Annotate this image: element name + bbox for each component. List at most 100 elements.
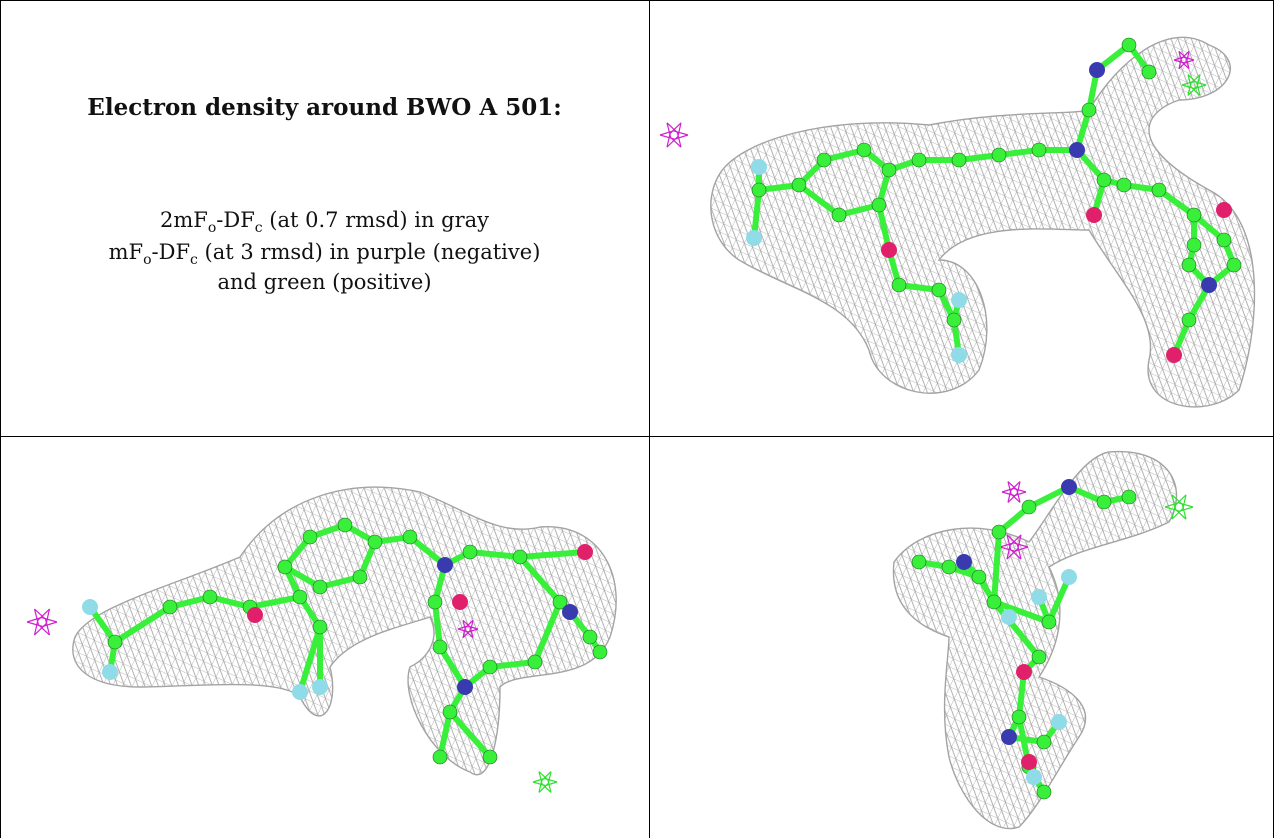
atom-c bbox=[1121, 489, 1137, 505]
negative-difference-blob-strand bbox=[26, 616, 58, 623]
atom-c bbox=[1216, 232, 1232, 248]
atom-c bbox=[941, 559, 957, 575]
atom-c bbox=[751, 182, 767, 198]
density-image-2 bbox=[26, 486, 617, 793]
positive-difference-blob-strand bbox=[1187, 74, 1201, 96]
atom-f bbox=[82, 599, 98, 615]
density-mesh bbox=[892, 450, 1178, 830]
negative-difference-blob-strand bbox=[462, 619, 474, 638]
negative-difference-blob-strand bbox=[666, 122, 682, 148]
bond bbox=[437, 709, 453, 760]
atom-n bbox=[956, 554, 972, 570]
atom-c bbox=[856, 142, 872, 158]
atom-c bbox=[986, 594, 1002, 610]
bond bbox=[991, 599, 1052, 625]
atom-c bbox=[891, 277, 907, 293]
atom-c bbox=[1181, 257, 1197, 273]
positive-difference-blob bbox=[1181, 74, 1207, 96]
atom-f bbox=[951, 347, 967, 363]
atom-c bbox=[1041, 614, 1057, 630]
negative-difference-blob-strand bbox=[1178, 50, 1190, 69]
bond bbox=[517, 549, 588, 560]
bond bbox=[297, 624, 323, 695]
bond bbox=[247, 594, 303, 610]
density-view-bottom-right bbox=[649, 437, 1274, 838]
atom-f bbox=[1001, 609, 1017, 625]
positive-difference-blob-strand bbox=[1164, 502, 1194, 508]
negative-difference-blob-strand bbox=[999, 542, 1029, 548]
atom-c bbox=[1181, 312, 1197, 328]
atom-f bbox=[1051, 714, 1067, 730]
atom-c bbox=[592, 644, 608, 660]
atom-o bbox=[1021, 754, 1037, 770]
atom-c bbox=[911, 554, 927, 570]
bond bbox=[751, 187, 762, 241]
density-view-bottom-left bbox=[0, 437, 649, 838]
negative-difference-blob bbox=[999, 534, 1029, 560]
atom-c bbox=[462, 544, 478, 560]
positive-difference-blob-strand bbox=[1171, 494, 1187, 520]
atom-c bbox=[582, 629, 598, 645]
positive-difference-blob-strand bbox=[538, 771, 552, 793]
atom-o bbox=[452, 594, 468, 610]
positive-difference-blob-strand bbox=[1171, 494, 1187, 520]
caption-line-3: and green (positive) bbox=[217, 270, 432, 294]
atom-c bbox=[162, 599, 178, 615]
atom-c bbox=[1226, 257, 1242, 273]
atom-c bbox=[1116, 177, 1132, 193]
atom-c bbox=[816, 152, 832, 168]
atom-f bbox=[1061, 569, 1077, 585]
negative-difference-blob-strand bbox=[1178, 50, 1190, 69]
border-top bbox=[0, 0, 1274, 1]
positive-difference-blob-strand bbox=[538, 771, 552, 793]
bond bbox=[991, 599, 1042, 660]
caption-panel: Electron density around BWO A 501: 2mFo-… bbox=[0, 0, 649, 436]
positive-difference-blob-strand bbox=[1171, 494, 1187, 520]
negative-difference-blob-strand bbox=[659, 134, 689, 140]
atom-o bbox=[1086, 207, 1102, 223]
negative-difference-blob-strand bbox=[33, 608, 50, 636]
atom-c bbox=[367, 534, 383, 550]
caption-title: Electron density around BWO A 501: bbox=[87, 94, 562, 121]
negative-difference-blob-strand bbox=[34, 608, 51, 636]
atom-c bbox=[1036, 784, 1052, 800]
negative-difference-blob-strand bbox=[1006, 534, 1022, 560]
positive-difference-blob-strand bbox=[1187, 74, 1201, 96]
atom-c bbox=[881, 162, 897, 178]
atom-c bbox=[1096, 494, 1112, 510]
atom-n bbox=[457, 679, 473, 695]
atom-c bbox=[292, 589, 308, 605]
atom-c bbox=[442, 704, 458, 720]
atom-c bbox=[1186, 237, 1202, 253]
atom-c bbox=[1141, 64, 1157, 80]
atom-c bbox=[482, 659, 498, 675]
atom-f bbox=[1031, 589, 1047, 605]
atom-f bbox=[751, 159, 767, 175]
negative-difference-blob-strand bbox=[1007, 481, 1021, 503]
negative-difference-blob-strand bbox=[1007, 481, 1021, 503]
positive-difference-blob-strand bbox=[1171, 494, 1187, 520]
atom-f bbox=[312, 679, 328, 695]
bond bbox=[991, 529, 1002, 605]
density-view-top-right bbox=[649, 0, 1274, 436]
atom-c bbox=[1096, 172, 1112, 188]
atom-o bbox=[1216, 202, 1232, 218]
negative-difference-blob bbox=[457, 619, 479, 639]
positive-difference-blob-strand bbox=[532, 777, 558, 783]
positive-difference-blob-strand bbox=[1187, 74, 1201, 96]
atom-f bbox=[746, 230, 762, 246]
atom-c bbox=[337, 517, 353, 533]
atom-f bbox=[1026, 769, 1042, 785]
atom-c bbox=[107, 634, 123, 650]
negative-difference-blob-strand bbox=[1001, 491, 1027, 497]
negative-difference-blob-strand bbox=[666, 122, 682, 148]
atom-c bbox=[951, 152, 967, 168]
atom-c bbox=[991, 524, 1007, 540]
atom-o bbox=[1016, 664, 1032, 680]
atom-c bbox=[831, 207, 847, 223]
positive-difference-blob-strand bbox=[538, 771, 552, 793]
atom-n bbox=[437, 557, 453, 573]
atom-c bbox=[552, 594, 568, 610]
atom-c bbox=[482, 749, 498, 765]
negative-difference-blob bbox=[26, 608, 58, 636]
